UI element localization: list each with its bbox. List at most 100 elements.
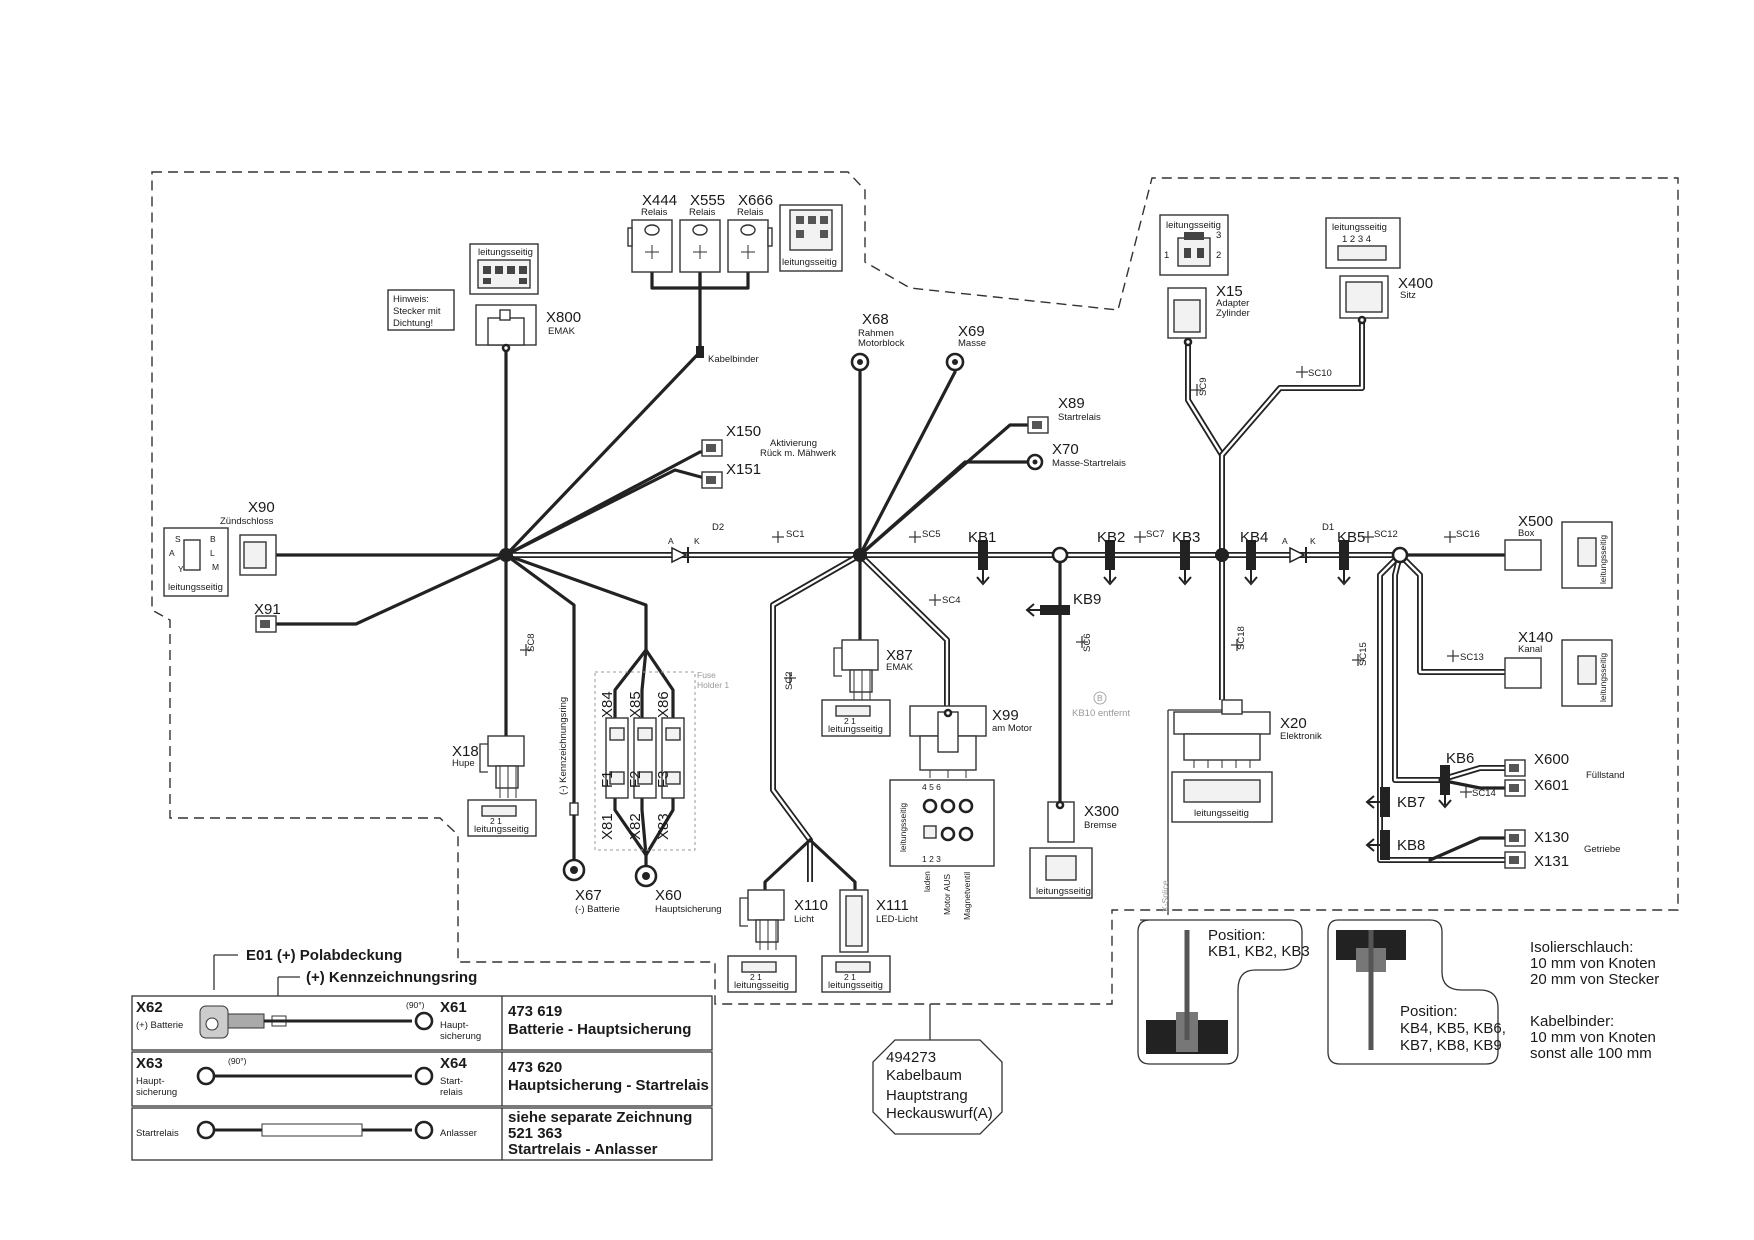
connector-x300: X300 Bremse leitungsseitig — [1029, 800, 1119, 899]
svg-text:leitungsseitig: leitungsseitig — [1332, 222, 1387, 233]
kb10-note: B KB10 entfernt — [1072, 691, 1130, 719]
svg-text:1 2 3 4: 1 2 3 4 — [1342, 234, 1371, 245]
svg-text:K: K — [694, 536, 700, 546]
svg-text:Aktivierung: Aktivierung — [770, 438, 817, 449]
svg-text:sicherung: sicherung — [440, 1031, 481, 1042]
segment-sc7: SC7 — [1146, 529, 1164, 540]
svg-text:Zylinder: Zylinder — [1216, 308, 1250, 319]
svg-text:X90: X90 — [248, 499, 275, 516]
svg-text:2: 2 — [1216, 250, 1221, 261]
connector-x70: X70 Masse-Startrelais — [1026, 441, 1126, 471]
svg-text:X70: X70 — [1052, 441, 1079, 458]
connector-x500: X500 Box leitungsseitig — [1504, 513, 1613, 589]
svg-text:2 1: 2 1 — [490, 816, 502, 826]
svg-text:KB8: KB8 — [1397, 837, 1425, 854]
svg-text:Kabelbaum: Kabelbaum — [886, 1067, 962, 1084]
connector-x151: X151 — [701, 461, 761, 489]
svg-text:leitungsseitig: leitungsseitig — [1166, 220, 1221, 231]
svg-text:X131: X131 — [1534, 853, 1569, 870]
svg-text:sonst alle 100 mm: sonst alle 100 mm — [1530, 1045, 1652, 1062]
svg-text:Startrelais: Startrelais — [136, 1128, 179, 1139]
segment-sc9: SC9 — [1198, 378, 1209, 396]
svg-text:Heckauswurf(A): Heckauswurf(A) — [886, 1105, 993, 1122]
svg-text:Rahmen: Rahmen — [858, 328, 894, 339]
diode-d2: A K D2 — [668, 522, 724, 564]
svg-text:F3: F3 — [655, 770, 672, 788]
segment-sc13: SC13 — [1460, 652, 1484, 663]
svg-text:Masse: Masse — [958, 338, 986, 349]
svg-text:X86: X86 — [655, 691, 672, 718]
svg-text:1: 1 — [1164, 250, 1169, 261]
connector-x90: X90 Zündschloss S B A L Y M leitungsseit… — [163, 499, 277, 597]
fuse-holder: Fuse Holder 1 X84 X85 X86 F1 F2 F3 X81 X… — [594, 670, 729, 851]
svg-text:Kabelbinder:: Kabelbinder: — [1530, 1013, 1614, 1030]
svg-text:S: S — [175, 534, 181, 544]
svg-text:473 619: 473 619 — [508, 1003, 562, 1020]
svg-text:EMAK: EMAK — [886, 662, 914, 673]
svg-text:X63: X63 — [136, 1055, 163, 1072]
svg-text:Hinweis:: Hinweis: — [393, 294, 429, 305]
svg-text:KB5: KB5 — [1337, 529, 1365, 546]
relay-connectors: X444 Relais X555 Relais X666 Relais leit… — [627, 192, 843, 273]
connector-x800: leitungsseitig X800 EMAK Hinweis: Stecke… — [387, 243, 581, 353]
svg-text:473 620: 473 620 — [508, 1059, 562, 1076]
svg-text:1 2 3: 1 2 3 — [922, 854, 941, 864]
svg-text:X64: X64 — [440, 1055, 467, 1072]
cable-tie-kb2: KB2 — [1097, 529, 1125, 586]
svg-text:X85: X85 — [627, 691, 644, 718]
segment-sc1: SC1 — [786, 529, 804, 540]
svg-text:X62: X62 — [136, 999, 163, 1016]
connector-x99: X99 am Motor 4 5 6 1 2 3 leitungsseitig … — [889, 705, 1032, 920]
svg-text:X800: X800 — [546, 309, 581, 326]
svg-text:Batterie - Hauptsicherung: Batterie - Hauptsicherung — [508, 1021, 691, 1038]
connector-x20: X-Splice X20 Elektronik leitungsseitig — [1160, 699, 1322, 915]
svg-text:KB2: KB2 — [1097, 529, 1125, 546]
svg-text:(+) Kennzeichnungsring: (+) Kennzeichnungsring — [306, 969, 477, 986]
svg-text:Position:: Position: — [1400, 1003, 1458, 1020]
svg-text:leitungsseitig: leitungsseitig — [1598, 535, 1608, 584]
svg-text:leitungsseitig: leitungsseitig — [474, 824, 529, 835]
svg-text:D1: D1 — [1322, 522, 1334, 533]
svg-text:X18: X18 — [452, 743, 479, 760]
svg-text:KB3: KB3 — [1172, 529, 1200, 546]
svg-text:Haupt-: Haupt- — [136, 1076, 165, 1087]
connector-x111: X111 LED-Licht 2 1 leitungsseitig — [821, 889, 918, 993]
svg-text:X500: X500 — [1518, 513, 1553, 530]
svg-text:X600: X600 — [1534, 751, 1569, 768]
svg-text:K: K — [1310, 536, 1316, 546]
svg-text:(-) Batterie: (-) Batterie — [575, 904, 620, 915]
connector-x601: X601 Füllstand — [1504, 770, 1625, 797]
cable-tie-kb3: KB3 — [1172, 529, 1200, 586]
svg-text:Kabelbinder: Kabelbinder — [708, 354, 759, 365]
svg-text:Getriebe: Getriebe — [1584, 844, 1620, 855]
cable-tie-kb7: KB7 — [1365, 787, 1425, 817]
svg-text:X130: X130 — [1534, 829, 1569, 846]
svg-text:X300: X300 — [1084, 803, 1119, 820]
svg-text:laden: laden — [922, 871, 932, 892]
connector-x140: X140 Kanal leitungsseitig — [1504, 629, 1613, 707]
svg-text:Kanal: Kanal — [1518, 644, 1542, 655]
svg-text:KB1: KB1 — [968, 529, 996, 546]
connector-x89: X89 Startrelais — [1027, 395, 1101, 434]
svg-text:LED-Licht: LED-Licht — [876, 914, 918, 925]
svg-text:L: L — [210, 548, 215, 558]
svg-text:4 5 6: 4 5 6 — [922, 782, 941, 792]
kabelbinder-note: Kabelbinder — [696, 346, 759, 365]
info-notes: Isolierschlauch: 10 mm von Knoten 20 mm … — [1530, 939, 1659, 1062]
connector-x67: (-) Kennzeichnungsring X67 (-) Batterie — [558, 697, 620, 915]
svg-text:A: A — [169, 548, 175, 558]
svg-text:Dichtung!: Dichtung! — [393, 318, 433, 329]
svg-text:leitungsseitig: leitungsseitig — [1598, 653, 1608, 702]
cable-tie-kb8: KB8 — [1365, 830, 1425, 860]
svg-text:20 mm von Stecker: 20 mm von Stecker — [1530, 971, 1659, 988]
svg-text:Isolierschlauch:: Isolierschlauch: — [1530, 939, 1633, 956]
connector-x150: X150 Aktivierung Rück m. Mähwerk — [701, 423, 836, 459]
svg-text:Bremse: Bremse — [1084, 820, 1117, 831]
segment-sc12: SC12 — [1374, 529, 1398, 540]
svg-text:Hauptstrang: Hauptstrang — [886, 1087, 968, 1104]
svg-text:F2: F2 — [627, 770, 644, 788]
svg-text:Hauptsicherung: Hauptsicherung — [655, 904, 722, 915]
segment-sc2: SC2 — [784, 672, 795, 690]
svg-text:10 mm von Knoten: 10 mm von Knoten — [1530, 955, 1656, 972]
